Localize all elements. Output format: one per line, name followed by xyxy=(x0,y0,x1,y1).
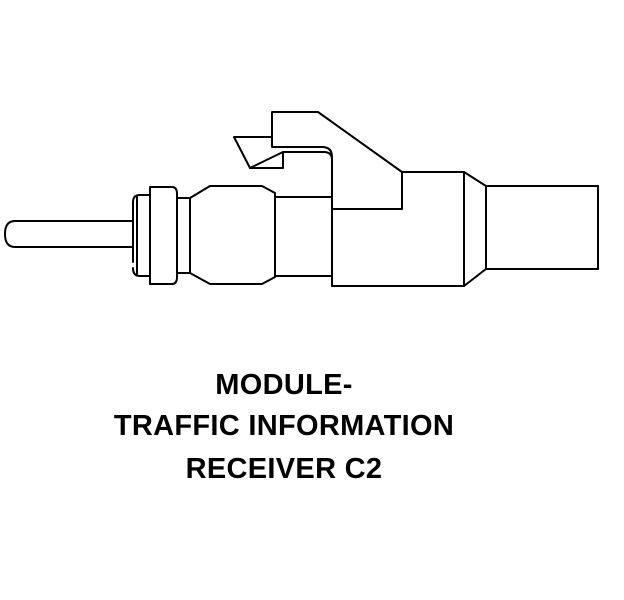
caption-line: RECEIVER C2 xyxy=(185,453,383,485)
terminal-body xyxy=(189,185,276,285)
terminal-neck xyxy=(176,197,191,274)
connector-housing xyxy=(331,171,465,287)
caption-line: MODULE- xyxy=(215,369,353,401)
terminal-pin xyxy=(4,220,134,248)
terminal-ring xyxy=(149,186,178,285)
latch-tab xyxy=(233,111,403,287)
caption-line: TRAFFIC INFORMATION xyxy=(113,410,455,442)
wire-seal xyxy=(463,171,599,287)
terminal-collar xyxy=(132,194,151,277)
connector-terminal-drawing xyxy=(4,111,599,287)
